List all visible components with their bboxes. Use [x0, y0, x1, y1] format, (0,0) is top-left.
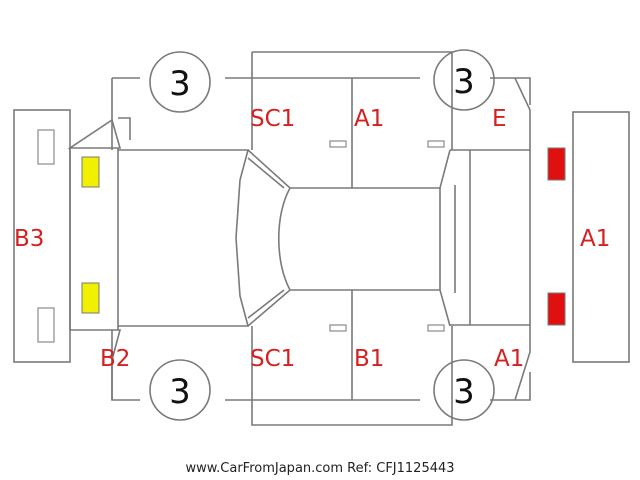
- tire-front-left: 3: [149, 51, 211, 113]
- door-handle-bottom-2: [427, 324, 445, 332]
- door-handle-top-1: [329, 140, 347, 148]
- footer-reference: www.CarFromJapan.com Ref: CFJ1125443: [185, 461, 454, 476]
- door-handle-bottom-1: [329, 324, 347, 332]
- tire-front-right: 3: [433, 49, 495, 111]
- tire-rear-left: 3: [149, 359, 211, 421]
- damage-code-left-rear-door-top: A1: [354, 106, 384, 132]
- car-body-outline: [67, 77, 531, 401]
- fenders: [111, 77, 531, 401]
- damage-code-front-bumper: B3: [14, 226, 44, 252]
- damage-code-right-rear-door-bottom: B1: [354, 346, 384, 372]
- damage-code-right-rocker-bottom: SC1: [250, 346, 295, 372]
- damage-code-rear-left-corner: E: [492, 106, 507, 132]
- front-bumper-bracket-top: [37, 129, 55, 165]
- front-lamp-bottom: [81, 282, 100, 314]
- damage-code-rear-bumper: A1: [580, 226, 610, 252]
- tire-rear-right-number: 3: [453, 372, 475, 412]
- tire-front-left-number: 3: [169, 64, 191, 104]
- car-top-panels: [118, 149, 456, 327]
- damage-code-front-left-corner: B2: [100, 346, 130, 372]
- tire-rear-right: 3: [433, 359, 495, 421]
- front-bumper-bracket-bottom: [37, 307, 55, 343]
- damage-code-left-rocker-top: SC1: [250, 106, 295, 132]
- tire-front-right-number: 3: [453, 62, 475, 102]
- rear-lamp-bottom: [547, 292, 566, 326]
- door-handle-top-2: [427, 140, 445, 148]
- damage-code-rear-right-corner: A1: [494, 346, 524, 372]
- door-seams: [251, 51, 453, 426]
- rear-lamp-top: [547, 147, 566, 181]
- tire-rear-left-number: 3: [169, 372, 191, 412]
- front-lamp-top: [81, 156, 100, 188]
- rear-bumper: [572, 111, 630, 363]
